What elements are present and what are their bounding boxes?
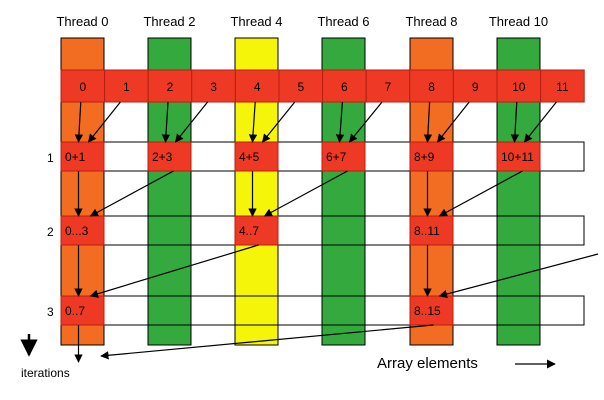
partial-sum-label: 0..7 (65, 304, 85, 318)
array-element-cell (147, 69, 193, 103)
partial-sum-label: 8..11 (414, 224, 440, 238)
reduction-arrow (438, 170, 523, 217)
partial-sum-label: 6+7 (326, 150, 347, 164)
thread-label: Thread 4 (230, 14, 282, 29)
array-element-label: 1 (123, 80, 130, 94)
array-element-cell (452, 69, 498, 103)
partial-sum-label: 0+1 (65, 150, 86, 164)
array-element-cell (104, 69, 149, 103)
array-element-label: 11 (556, 80, 569, 94)
array-element-label: 10 (512, 80, 526, 94)
array-element-label: 6 (341, 80, 348, 94)
iteration-number: 3 (47, 305, 54, 319)
reduction-arrow (248, 101, 258, 143)
partial-sum-label: 4+5 (239, 150, 260, 164)
partial-sum-label: 8+9 (414, 150, 435, 164)
partial-sum-cell (60, 215, 105, 246)
reduction-arrow (263, 170, 348, 217)
array-element-label: 2 (167, 80, 174, 94)
thread-label: Thread 6 (317, 14, 369, 29)
partial-sum-label: 2+3 (152, 150, 173, 164)
reduction-arrow (335, 101, 345, 143)
thread-columns: Thread 0 Thread 2 Thread 4 Thread 6 Thread 8… (56, 14, 548, 346)
partial-sum-cell (409, 215, 454, 246)
thread-label: Thread 2 (143, 14, 195, 29)
array-element-label: 5 (297, 80, 304, 94)
array-elements-label: Array elements (377, 355, 478, 372)
reduction-arrow (510, 101, 520, 143)
array-element-cell (60, 69, 106, 103)
iterations-label: iterations (21, 366, 70, 380)
array-element-cell (322, 69, 367, 103)
reduction-arrow (161, 101, 171, 143)
partial-sum-cell (147, 141, 192, 172)
array-element-label: 0 (79, 80, 86, 94)
iteration-number: 1 (47, 151, 54, 165)
partial-sum-label: 4..7 (239, 224, 259, 238)
thread-label: Thread 10 (489, 14, 548, 29)
array-row: 0 1 2 3 4 5 6 7 8 9 10 11 (60, 69, 585, 103)
partial-sum-cell (234, 215, 279, 246)
thread-label: Thread 0 (56, 14, 108, 29)
partial-sum-label: 10+11 (501, 150, 534, 164)
reduction-arrow (423, 101, 433, 143)
reduction-arrow (89, 244, 259, 298)
array-element-cell (191, 69, 236, 103)
array-element-cell (540, 69, 585, 103)
thread-label: Thread 8 (405, 14, 457, 29)
reduction-arrow (348, 101, 383, 143)
reduction-arrow (438, 253, 599, 299)
iteration-number: 2 (47, 225, 54, 239)
reduction-arrow (261, 101, 296, 143)
array-element-label: 8 (428, 80, 435, 94)
array-element-cell (496, 69, 542, 103)
array-element-label: 7 (385, 80, 392, 94)
array-element-label: 3 (210, 80, 217, 94)
array-element-label: 9 (472, 80, 479, 94)
iteration-rows: 1 0+1 2+3 4+5 6+7 8+9 10+11 2 0...3 4..7 8..11 3 0..… (47, 141, 585, 326)
reduction-arrow (74, 101, 84, 143)
array-element-cell (365, 69, 411, 103)
reduction-arrow (436, 101, 470, 143)
partial-sum-label: 8..15 (414, 304, 441, 318)
array-element-cell (278, 69, 324, 103)
partial-sum-label: 0...3 (65, 224, 89, 238)
partial-sum-cell (409, 141, 454, 172)
reduction-arrow (89, 170, 174, 217)
reduction-arrow (523, 101, 557, 143)
reduction-arrows (74, 101, 599, 363)
array-element-label: 4 (254, 80, 261, 94)
reduction-arrow (87, 101, 121, 143)
reduction-arrow (100, 324, 434, 360)
reduction-arrow (174, 101, 209, 143)
